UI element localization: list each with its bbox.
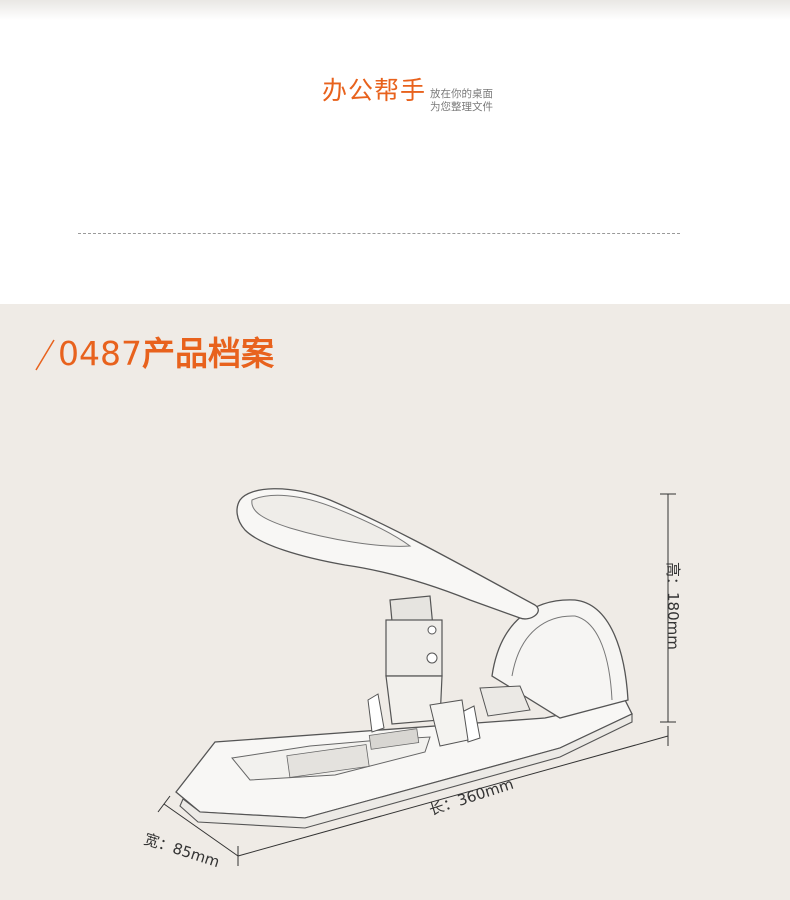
top-shadow <box>0 0 790 20</box>
slogan-main: 办公帮手 <box>322 76 427 105</box>
dashed-divider <box>78 233 680 234</box>
section-heading: 产品档案 <box>141 334 274 373</box>
stapler-image <box>157 488 676 866</box>
slash-icon <box>35 339 55 371</box>
header-banner <box>0 20 790 304</box>
section-title: 0487 产品档案 <box>34 334 274 374</box>
model-number: 0487 <box>58 334 142 373</box>
slogan: 办公帮手 放在你的桌面 为您整理文件 <box>322 76 493 114</box>
slogan-sub: 放在你的桌面 为您整理文件 <box>430 88 494 113</box>
height-dimension: 高：180mm <box>664 562 682 650</box>
